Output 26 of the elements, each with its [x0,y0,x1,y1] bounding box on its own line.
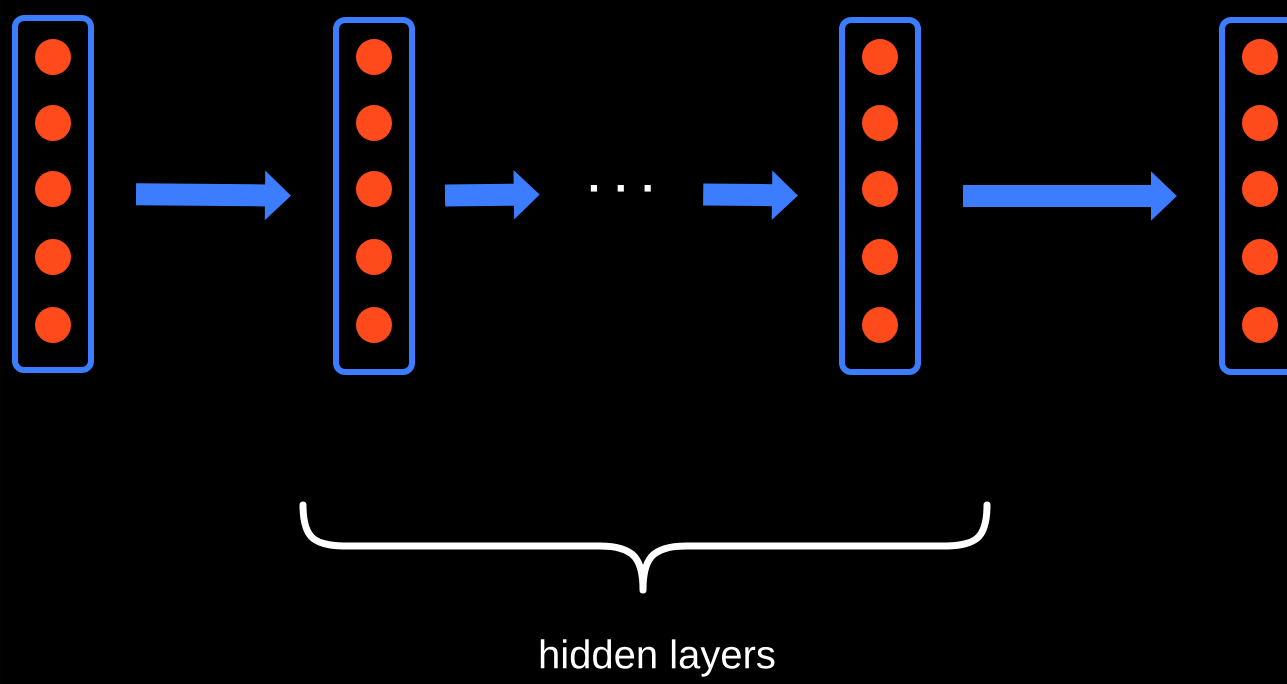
neuron-circle [862,307,898,343]
neuron-circle [35,307,71,343]
neuron-circle [862,239,898,275]
layer-box [333,17,415,375]
neuron-circle [356,239,392,275]
neuron-circle [1242,105,1278,141]
neuron-circle [1242,171,1278,207]
neuron-circle [35,171,71,207]
neuron-circle [1242,39,1278,75]
neuron-circle [1242,239,1278,275]
neuron-circle [35,239,71,275]
neuron-circle [35,39,71,75]
layer-box [839,17,921,375]
neuron-circle [35,105,71,141]
neuron-circle [862,39,898,75]
neuron-circle [356,307,392,343]
ellipsis: · · · [590,185,651,192]
neuron-circle [1242,307,1278,343]
layer-box [1219,17,1287,375]
neuron-circle [356,105,392,141]
layer-box [12,15,94,373]
neuron-circle [356,171,392,207]
neuron-circle [862,105,898,141]
neuron-circle [356,39,392,75]
brace-label: hidden layers [540,639,775,677]
neuron-circle [862,171,898,207]
